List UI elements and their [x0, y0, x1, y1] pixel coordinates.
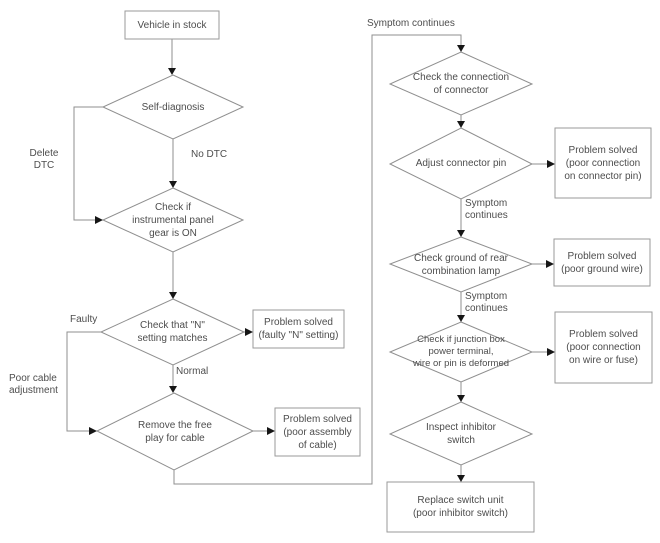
- diamond-instrument-panel: [101, 187, 245, 253]
- rect-replace-switch: [386, 481, 535, 533]
- diamond-check-junction-box: [388, 321, 534, 383]
- node-solved-ground-wire: Problem solved (poor ground wire): [561, 250, 643, 275]
- node-vehicle-in-stock: Vehicle in stock: [137, 19, 207, 31]
- node-check-ground: Check ground of rear combination lamp: [414, 252, 508, 277]
- diamond-adjust-connector-pin: [388, 127, 534, 200]
- node-shapes: [95, 10, 653, 533]
- node-check-n-setting: Check that "N" setting matches: [137, 320, 208, 344]
- node-inspect-inhibitor: Inspect inhibitor switch: [425, 421, 497, 446]
- arrowhead: [168, 68, 176, 75]
- arrowhead: [89, 427, 97, 435]
- arrowhead: [457, 45, 465, 52]
- rect-solved-cable: [274, 407, 361, 457]
- arrowhead: [457, 315, 465, 322]
- diamond-self-diagnosis: [101, 74, 245, 140]
- arrowhead: [169, 386, 177, 393]
- edge-label-symptom-continues-top: Symptom continues: [367, 18, 455, 29]
- edge-label-symptom-continues-1: Symptom continues: [465, 198, 508, 221]
- node-solved-n-setting: Problem solved (faulty "N" setting): [258, 317, 339, 341]
- node-replace-switch: Replace switch unit (poor inhibitor swit…: [412, 495, 509, 519]
- rect-solved-ground-wire: [553, 238, 651, 287]
- arrowhead: [457, 230, 465, 237]
- rect-solved-n-setting: [252, 309, 345, 349]
- arrowhead: [245, 328, 253, 336]
- arrowheads: [89, 45, 555, 482]
- arrowhead: [95, 216, 103, 224]
- edge-poor-cable-loop: [66, 331, 101, 432]
- node-instrument-panel: Check if instrumental panel gear is ON: [132, 201, 214, 239]
- arrowhead: [457, 121, 465, 128]
- arrowhead: [457, 395, 465, 402]
- rect-vehicle-in-stock: [124, 10, 220, 40]
- edge-symptom-continues-top: [173, 34, 462, 485]
- rect-solved-connector-pin: [554, 127, 652, 199]
- arrowhead: [547, 348, 555, 356]
- node-self-diagnosis: Self-diagnosis: [141, 101, 205, 113]
- arrowhead: [169, 292, 177, 299]
- node-solved-connector-pin: Problem solved (poor connection on conne…: [564, 144, 642, 182]
- arrowhead: [546, 260, 554, 268]
- node-solved-wire-fuse: Problem solved (poor connection on wire …: [566, 329, 641, 366]
- diamond-check-n-setting: [99, 298, 246, 366]
- edge-label-delete-dtc: Delete DTC: [29, 148, 59, 171]
- diamond-check-ground: [388, 236, 534, 293]
- rect-solved-wire-fuse: [554, 311, 653, 384]
- node-check-connector: Check the connection of connector: [412, 71, 510, 96]
- edge-label-normal: Normal: [176, 366, 209, 377]
- arrowhead: [169, 181, 177, 188]
- edge-label-symptom-continues-2: Symptom continues: [465, 291, 508, 314]
- edge-label-no-dtc: No DTC: [191, 149, 228, 160]
- arrowhead: [547, 160, 555, 168]
- edge-label-faulty: Faulty: [70, 314, 98, 325]
- edge-label-poor-cable-adjustment: Poor cable adjustment: [9, 373, 58, 396]
- edge-delete-dtc-loop: [73, 106, 103, 221]
- diamond-check-connector: [388, 51, 534, 116]
- node-solved-cable: Problem solved (poor assembly of cable): [283, 413, 352, 451]
- diamond-inspect-inhibitor: [388, 401, 534, 466]
- arrowhead: [457, 475, 465, 482]
- diamond-remove-free-play: [95, 392, 255, 471]
- node-remove-free-play: Remove the free play for cable: [138, 419, 212, 444]
- arrowhead: [267, 427, 275, 435]
- node-check-junction-box: Check if junction box power terminal, wi…: [412, 334, 510, 369]
- connector-lines: [66, 34, 547, 485]
- node-adjust-connector-pin: Adjust connector pin: [415, 158, 507, 169]
